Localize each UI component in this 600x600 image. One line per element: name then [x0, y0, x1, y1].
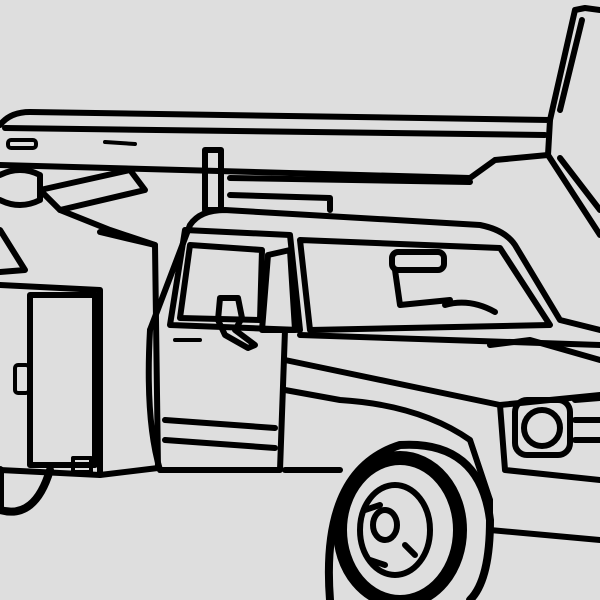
utility-body	[0, 227, 161, 516]
front-wheel	[324, 440, 494, 600]
boom-mount	[0, 147, 473, 248]
truck-cab	[145, 207, 600, 473]
boom-arm	[0, 5, 600, 238]
